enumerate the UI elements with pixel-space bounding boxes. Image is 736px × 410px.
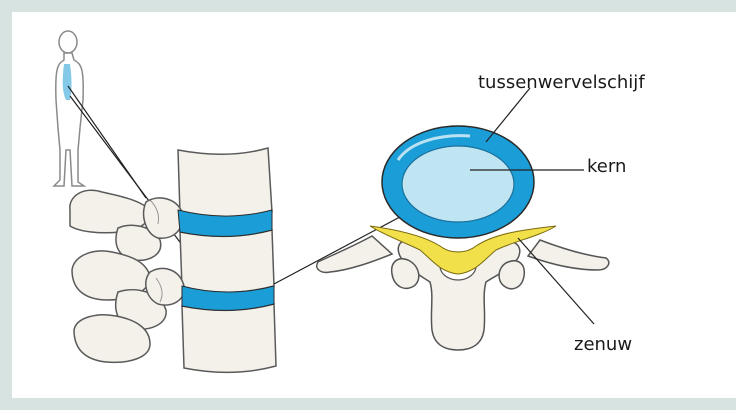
- leader-line-disc: [486, 88, 530, 142]
- label-nucleus: kern: [587, 158, 626, 176]
- diagram-panel: tussenwervelschijf kern zenuw: [12, 12, 736, 398]
- nucleus: [402, 146, 514, 222]
- label-nerve: zenuw: [574, 336, 632, 354]
- label-disc: tussenwervelschijf: [478, 74, 645, 92]
- vertebral-column: [70, 148, 276, 372]
- intervertebral-disc-top: [382, 126, 534, 238]
